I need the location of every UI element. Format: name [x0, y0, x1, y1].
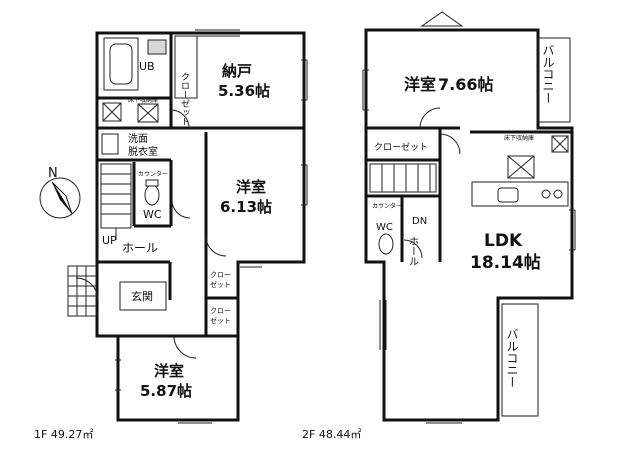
ldk-name: LDK [484, 231, 523, 251]
north-label: N [48, 166, 58, 181]
senmen-label-2: 脱衣室 [128, 145, 158, 158]
stove-burner-icon [541, 189, 551, 199]
counter-label-1f: カウンター [138, 170, 168, 178]
yoshitsu-2f-name: 洋室 [404, 75, 436, 94]
sink-icon [101, 133, 119, 155]
balcony-right [501, 303, 539, 417]
balcony-top-label: バルコニー [541, 44, 555, 104]
closet-mid-label: クロー [210, 271, 231, 279]
staircase-1f [100, 163, 132, 240]
balcony-right-label: バルコニー [505, 328, 519, 388]
closet-top-label: クローゼット [179, 72, 190, 126]
entrance-porch [67, 265, 97, 317]
staircase-2f [369, 163, 437, 193]
wc-label-2f: WC [376, 222, 393, 233]
hall-label-1f: ホール [122, 241, 158, 255]
kitchen-counter [471, 181, 569, 207]
kitchen-sink-icon [497, 187, 519, 203]
underfloor-2f-label: 床下収納庫 [504, 134, 534, 142]
floor2-area-label: 2F 48.44㎡ [302, 428, 361, 441]
floor1-plan: UB クローゼット 床下収納庫 洗面 脱衣室 UP カウンター WC ホール 玄… [34, 29, 308, 441]
svg-text:ゼット: ゼット [210, 316, 231, 325]
north-compass-icon: N [39, 166, 81, 219]
yoshitsu-bottom-name: 洋室 [154, 362, 184, 380]
yoshitsu-2f-size: 7.66帖 [438, 75, 493, 94]
counter-label-2f: カウンター [372, 202, 402, 210]
floor2-plan: バルコニー バルコニー クローゼット カウンター WC DN ホール [302, 11, 576, 441]
ldk-size: 18.14帖 [470, 252, 541, 273]
toilet-icon [144, 184, 160, 206]
hall-label-2f: ホール [407, 236, 419, 266]
yoshitsu-bottom-size: 5.87帖 [140, 382, 192, 400]
closet-2f-label: クローゼット [374, 141, 428, 153]
toilet-2f-icon [378, 233, 394, 255]
wc-label-1f: WC [143, 208, 162, 221]
senmen-label-1: 洗面 [128, 133, 148, 145]
dn-label: DN [412, 216, 427, 227]
bath-vent-icon [147, 39, 167, 55]
bathtub-icon [103, 37, 139, 91]
floor1-area-label: 1F 49.27㎡ [34, 428, 93, 441]
stove-burner-icon [553, 189, 563, 199]
yoshitsu-mid-name: 洋室 [236, 178, 266, 196]
underfloor-label: 床下収納庫 [128, 96, 158, 104]
nando-size: 5.36帖 [218, 82, 270, 100]
svg-text:ゼット: ゼット [210, 280, 231, 289]
yoshitsu-mid-size: 6.13帖 [220, 198, 272, 216]
genkan-label: 玄関 [131, 289, 153, 303]
ub-label: UB [139, 60, 155, 73]
genkan-area [119, 281, 167, 311]
balcony-top [537, 37, 571, 123]
nando-name: 納戸 [222, 62, 252, 80]
closet-low-label: クロー [210, 307, 231, 315]
up-label: UP [102, 234, 117, 247]
